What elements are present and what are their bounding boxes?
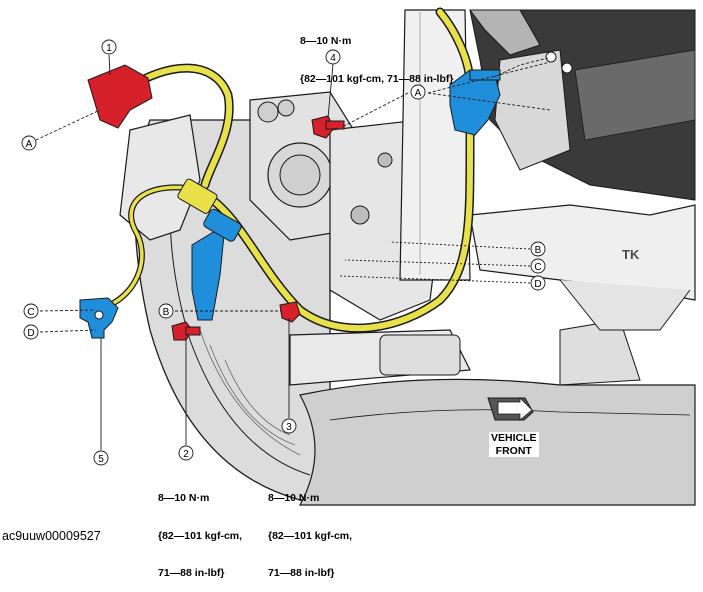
torque-line: {82—101 kgf-cm, <box>268 529 353 542</box>
leader-lines <box>35 54 551 450</box>
torque-spec-bolt-3: 8—10 N·m {82—101 kgf-cm, 71—88 in-lbf} <box>268 467 352 592</box>
tk-marking: TK <box>622 247 640 262</box>
torque-line: 71—88 in-lbf} <box>268 567 335 579</box>
letter-B-left: B <box>158 303 174 319</box>
upper-body-panel <box>469 9 696 201</box>
letter-C-right: C <box>530 258 546 274</box>
svg-text:D: D <box>534 279 541 290</box>
vehicle-front-label: VEHICLE FRONT <box>489 432 539 457</box>
letter-A-top: A <box>410 84 426 100</box>
svg-text:1: 1 <box>106 43 112 54</box>
svg-text:B: B <box>163 307 170 318</box>
svg-text:2: 2 <box>183 449 189 460</box>
torque-spec-bolt-4: 8—10 N·m {82—101 kgf-cm, 71—88 in-lbf} <box>300 10 453 98</box>
letter-D-right: D <box>530 275 546 291</box>
wheel-speed-sensor <box>79 297 119 339</box>
letter-D-left: D <box>23 324 39 340</box>
strut-tube <box>399 9 471 281</box>
letter-B-right: B <box>530 241 546 257</box>
lower-arm <box>469 204 696 331</box>
callout-2: 2 <box>178 445 194 461</box>
vehicle-front-arrow <box>487 397 534 421</box>
callout-1: 1 <box>101 39 117 55</box>
torque-line: 8—10 N·m <box>158 492 210 504</box>
letter-C-left: C <box>23 303 39 319</box>
callout-3: 3 <box>281 418 297 434</box>
image-id: ac9uuw00009527 <box>2 529 101 543</box>
vehicle-front-line: FRONT <box>495 444 532 457</box>
svg-text:B: B <box>535 245 542 256</box>
bolt-2 <box>171 321 201 341</box>
svg-text:C: C <box>534 262 541 273</box>
svg-text:C: C <box>27 307 34 318</box>
vehicle-front-line: VEHICLE <box>491 432 537 444</box>
svg-text:A: A <box>415 88 422 99</box>
torque-line: 71—88 in-lbf} <box>158 567 225 579</box>
letter-A-left: A <box>21 135 37 151</box>
torque-line: {82—101 kgf-cm, <box>158 529 243 542</box>
callout-4: 4 <box>325 49 341 65</box>
drive-shaft <box>289 319 641 386</box>
torque-line: {82—101 kgf-cm, 71—88 in-lbf} <box>300 72 454 85</box>
callout-5: 5 <box>93 450 109 466</box>
svg-text:5: 5 <box>98 454 104 465</box>
svg-text:D: D <box>27 328 34 339</box>
svg-text:4: 4 <box>330 53 336 64</box>
sensor-connector <box>87 64 153 129</box>
torque-line: 8—10 N·m <box>300 35 352 47</box>
torque-spec-bolt-2: 8—10 N·m {82—101 kgf-cm, 71—88 in-lbf} <box>158 467 242 592</box>
harness-bracket <box>191 208 242 321</box>
abs-wheel-speed-sensor-diagram: TK <box>21 7 696 506</box>
torque-line: 8—10 N·m <box>268 492 320 504</box>
bolt-3 <box>279 301 301 323</box>
bolt-4 <box>311 115 345 139</box>
strut-clip <box>449 69 501 136</box>
svg-text:A: A <box>26 139 33 150</box>
sensor-harness <box>107 7 475 333</box>
svg-text:3: 3 <box>286 422 292 433</box>
